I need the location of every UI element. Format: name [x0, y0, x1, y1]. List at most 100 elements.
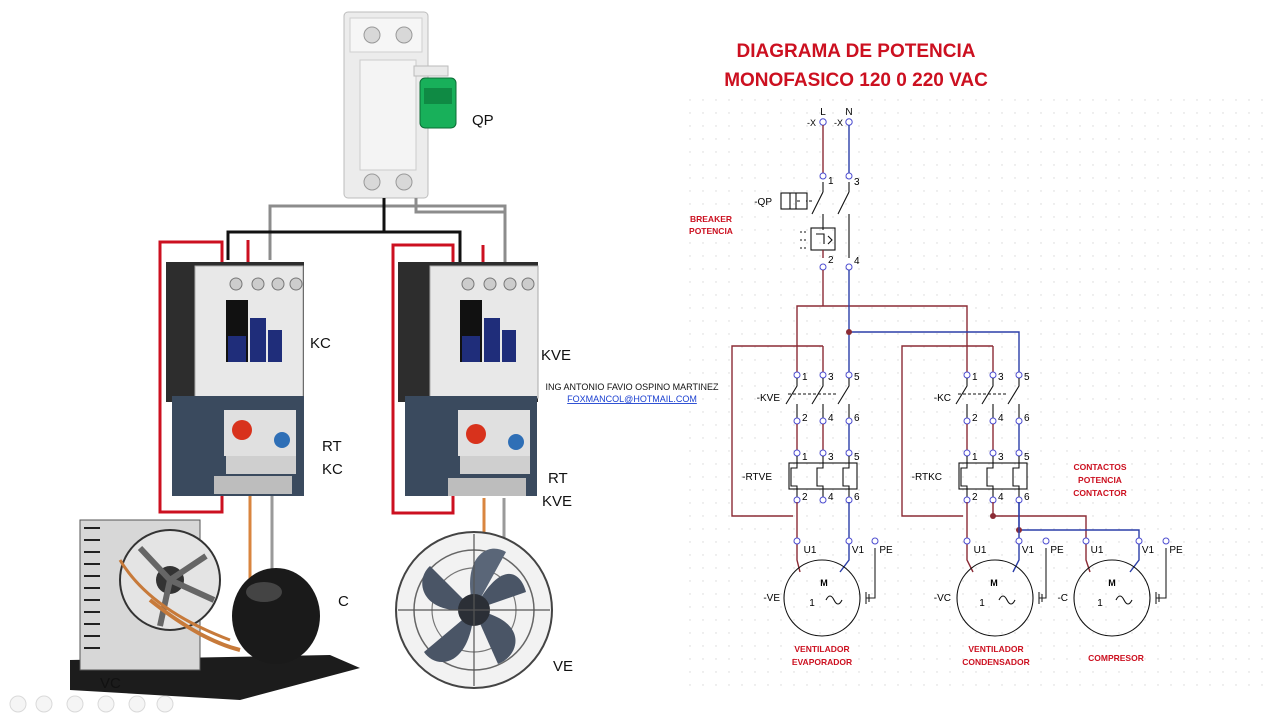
motor-ve-ph: 1: [809, 598, 815, 609]
kc-tag: -KC: [934, 393, 951, 404]
motor-vc-ph: 1: [979, 598, 985, 609]
kve-tag: -KVE: [757, 393, 781, 404]
motor-vc-symbol: [956, 502, 1050, 637]
qp-label: QP: [472, 112, 494, 129]
kve-bottom-1: 2: [802, 413, 808, 424]
motor-c-m: M: [1108, 578, 1116, 588]
kc-bottom-1: 2: [972, 413, 978, 424]
svg-text:4: 4: [854, 256, 860, 267]
rtkc-bottom-1: 2: [972, 492, 978, 503]
rt-kve-label-2: KVE: [542, 493, 572, 510]
motor-vc-m: M: [990, 578, 998, 588]
motor-ve-u: U1: [804, 545, 817, 556]
supply-x2-label: -X: [834, 118, 843, 128]
junction-comp-l: [990, 513, 996, 519]
rt-kc-label-1: RT: [322, 438, 342, 455]
terminal-n: [845, 118, 853, 126]
svg-text:3: 3: [854, 177, 860, 188]
contact-note-1: CONTACTOS: [1073, 462, 1126, 472]
kve-bottom-3: 6: [854, 413, 860, 424]
breaker-note-2: POTENCIA: [689, 226, 733, 236]
author-name: ING ANTONIO FAVIO OSPINO MARTINEZ: [545, 382, 719, 392]
rt-kc-label-2: KC: [322, 461, 343, 478]
kc-bottom-2: 4: [998, 413, 1004, 424]
motor-c-v: V1: [1142, 545, 1155, 556]
rtkc-bottom-2: 4: [998, 492, 1004, 503]
diagram-title-line2: MONOFASICO 120 0 220 VAC: [724, 70, 988, 91]
rtkc-top-2: 3: [998, 452, 1004, 463]
motor-ve-symbol: [783, 502, 879, 637]
more-icon[interactable]: [156, 695, 174, 713]
kve-top-2: 3: [828, 372, 834, 383]
photo-area: QP: [70, 11, 573, 700]
rtkc-top-3: 5: [1024, 452, 1030, 463]
motor-c-u: U1: [1091, 545, 1104, 556]
motor-c-pe: PE: [1169, 545, 1183, 556]
wire-n-dist: [848, 270, 1020, 372]
rtve-top-1: 1: [802, 452, 808, 463]
rtkc-bottom-3: 6: [1024, 492, 1030, 503]
rt-kve-label-1: RT: [548, 470, 568, 487]
author-email: FOXMANCOL@HOTMAIL.COM: [567, 394, 697, 404]
terminal-l: [819, 118, 827, 126]
grid-dots: [689, 99, 1263, 686]
slides-icon[interactable]: [97, 695, 115, 713]
motor-c-name1: COMPRESOR: [1088, 653, 1144, 663]
motor-ve-name1: VENTILADOR: [794, 644, 849, 654]
wire-kve-aux: [731, 345, 824, 517]
motor-ve-v: V1: [852, 545, 865, 556]
motor-vc-name2: CONDENSADOR: [962, 657, 1030, 667]
motor-ve-name2: EVAPORADOR: [792, 657, 852, 667]
motor-vc-v: V1: [1022, 545, 1035, 556]
contactor-kve-photo: [398, 262, 539, 496]
supply-x1-label: -X: [807, 118, 816, 128]
kc-label: KC: [310, 335, 331, 352]
rtkc-tag: -RTKC: [912, 472, 942, 483]
motor-vc-u: U1: [974, 545, 987, 556]
kc-top-1: 1: [972, 372, 978, 383]
schematic: DIAGRAMA DE POTENCIA MONOFASICO 120 0 22…: [689, 41, 1263, 686]
breaker-tag: -QP: [754, 197, 772, 208]
rtve-bottom-1: 2: [802, 492, 808, 503]
contactor-kc-photo: [166, 262, 304, 496]
rtve-top-3: 5: [854, 452, 860, 463]
motor-c-ph: 1: [1097, 598, 1103, 609]
wire-compressor-v: [1018, 502, 1140, 540]
motor-ve-tag: -VE: [763, 593, 780, 604]
kc-top-2: 3: [998, 372, 1004, 383]
photo-wires: [226, 198, 507, 590]
rtve-top-2: 3: [828, 452, 834, 463]
kve-label: KVE: [541, 347, 571, 364]
supply-l-label: L: [820, 107, 826, 118]
breaker-note-1: BREAKER: [690, 214, 732, 224]
condensing-unit-photo: [70, 519, 360, 700]
kve-bottom-2: 4: [828, 413, 834, 424]
motor-vc-name1: VENTILADOR: [968, 644, 1023, 654]
next-icon[interactable]: [35, 695, 53, 713]
svg-text:2: 2: [828, 255, 834, 266]
breaker-symbol: 1 3 2 4: [780, 172, 860, 271]
pen-icon[interactable]: [66, 695, 84, 713]
wire-kc-aux: [901, 345, 994, 517]
contact-note-2: POTENCIA: [1078, 475, 1122, 485]
ve-label: VE: [553, 658, 573, 675]
motor-ve-m: M: [820, 578, 828, 588]
motor-c-symbol: [1073, 537, 1170, 637]
diagram-title-line1: DIAGRAMA DE POTENCIA: [737, 41, 976, 62]
c-label: C: [338, 593, 349, 610]
rtve-tag: -RTVE: [742, 472, 772, 483]
svg-text:1: 1: [828, 176, 834, 187]
rtve-bottom-2: 4: [828, 492, 834, 503]
breaker-photo: [343, 11, 457, 199]
prev-icon[interactable]: [9, 695, 27, 713]
wire-l-dist: [796, 270, 968, 372]
motors: [783, 502, 1170, 637]
vc-label: VC: [100, 675, 121, 692]
zoom-icon[interactable]: [128, 695, 146, 713]
supply-n-label: N: [845, 107, 852, 118]
motor-vc-tag: -VC: [934, 593, 951, 604]
